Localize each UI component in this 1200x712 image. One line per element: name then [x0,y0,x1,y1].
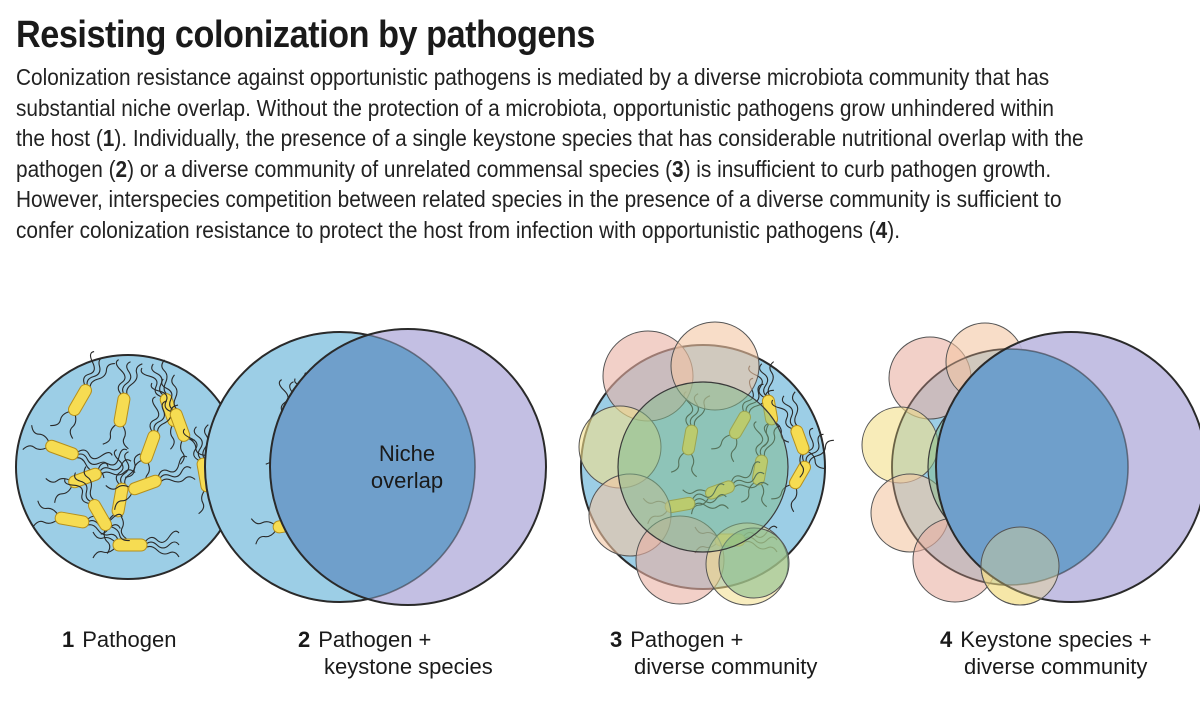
panel-caption-line1: Pathogen [82,627,177,652]
description-line: Colonization resistance against opportun… [16,64,1050,90]
panel-caption-line2: keystone species [324,654,493,679]
keystone-species-outline [269,328,547,606]
pathogen-bacterium [50,351,115,439]
keystone-species-outline [935,331,1200,603]
description-line: substantial niche overlap. Without the p… [16,94,1054,121]
pathogen-bacterium [150,374,205,465]
panel-number: 1 [62,627,75,652]
niche-overlap-label-line2: overlap [371,468,443,493]
panel-2-pathogen-keystone: Niche overlap [204,328,547,606]
pathogen-bacterium [92,530,180,559]
figure-description: Colonization resistance against opportun… [16,62,1183,246]
community-member-circle [980,526,1060,606]
description-line: confer colonization resistance to protec… [16,216,900,243]
figure-title: Resisting colonization by pathogens [16,14,595,56]
pathogen-bacterium [45,448,136,503]
pathogen-outline [891,348,1129,586]
panel-3-caption: 3 Pathogen + diverse community [610,626,817,680]
panel-2-caption: 2 Pathogen + keystone species [298,626,493,680]
panel-number: 3 [610,627,623,652]
panel-1-caption: 1 Pathogen [62,626,176,653]
panel-caption-line1: Pathogen + [630,627,744,652]
niche-overlap-label-line1: Niche [379,441,435,466]
community-ring [617,381,789,553]
description-line: However, interspecies competition betwee… [16,186,1062,213]
description-line: the host (1). Individually, the presence… [16,125,1084,152]
panel-4-caption: 4 Keystone species + diverse community [940,626,1152,680]
panel-3-pathogen-community [578,321,834,606]
panel-caption-line1: Pathogen + [318,627,432,652]
pathogen-bacteria-group [22,351,225,559]
panel-caption-line2: diverse community [634,654,818,679]
pathogen-bacterium [771,391,825,478]
panel-4-keystone-community [861,322,1200,606]
pathogen-bacterium [100,449,141,540]
pathogen-bacterium [105,455,196,510]
pathogen-bacterium [64,466,130,554]
pathogen-bacterium [102,359,143,450]
panel-number: 2 [298,627,311,652]
panel-caption-line2: diverse community [964,654,1148,679]
panel-caption-line1: Keystone species + [960,627,1152,652]
pathogen-bacterium [125,396,179,487]
niche-overlap-region [936,349,1128,585]
panel-number: 4 [940,627,953,652]
community-member-circle [861,406,939,484]
description-line: pathogen (2) or a diverse community of u… [16,155,1052,182]
pathogen-outline [204,331,476,603]
panel-1-pathogen [15,351,241,580]
